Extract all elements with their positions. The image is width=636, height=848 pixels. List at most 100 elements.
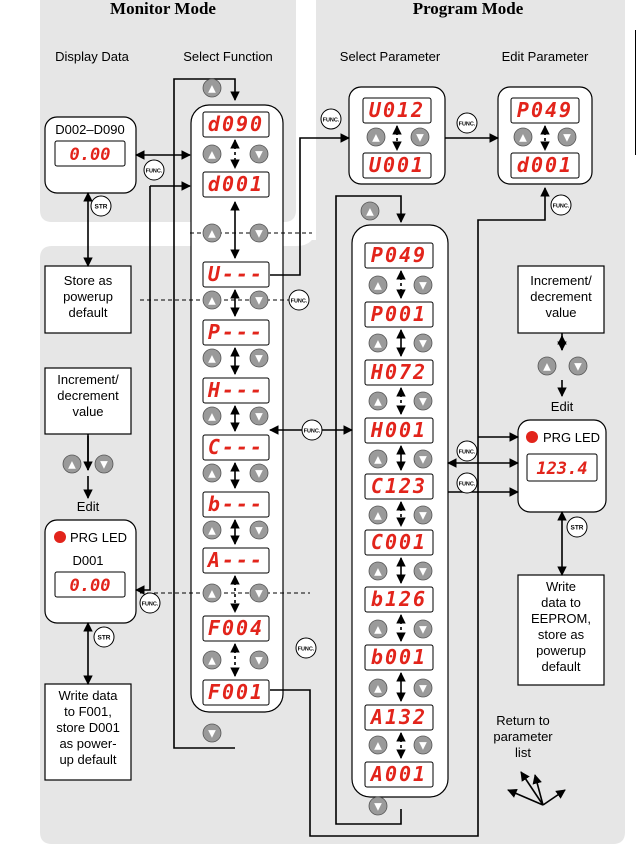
func-button-edit-panel-label: FUNC. [553,204,570,210]
eeprom-line-4: store as [538,627,585,642]
select-up[interactable]: ▲ [366,127,386,147]
func-up-1[interactable]: ▲ [202,144,222,164]
left-edit-down[interactable]: ▼ [94,454,114,474]
func-down-2[interactable]: ▼ [249,223,269,243]
parameter-led-6-text: b126 [371,587,427,611]
str-button-display[interactable]: STR [90,195,112,217]
func-up-4[interactable]: ▲ [202,348,222,368]
parameter-led-3: H001 [364,417,434,444]
str-button-display-label: STR [95,204,108,211]
str-button-right[interactable]: STR [566,516,588,538]
func-button-select[interactable]: FUNC. [320,108,342,130]
edit-up[interactable]: ▲ [513,127,533,147]
func-top-up[interactable]: ▲ [202,78,222,98]
func-up-6[interactable]: ▲ [202,463,222,483]
right-edit-down[interactable]: ▼ [568,356,588,376]
parameter-led-4: C123 [364,473,434,500]
param-up-3[interactable]: ▲ [368,449,388,469]
function-led-3-text: P--- [208,320,264,344]
str-button-left[interactable]: STR [93,626,115,648]
left-prg-led-dot [54,531,66,543]
func-button-f001[interactable]: FUNC. [295,637,317,659]
select-down[interactable]: ▼ [410,127,430,147]
param-up-5[interactable]: ▲ [368,561,388,581]
func-down-6[interactable]: ▼ [249,463,269,483]
param-up-0[interactable]: ▲ [368,275,388,295]
func-button-u[interactable]: FUNC. [288,289,310,311]
return-line-3: list [515,745,531,760]
param-up-7[interactable]: ▲ [368,678,388,698]
func-button-display[interactable]: FUNC. [143,159,165,181]
left-edit-up[interactable]: ▲ [62,454,82,474]
func-down-5[interactable]: ▼ [249,406,269,426]
func-up-2[interactable]: ▲ [202,223,222,243]
eeprom-line-6: default [541,659,580,674]
str-button-right-label: STR [571,525,584,532]
param-bottom-down[interactable]: ▼ [368,796,388,816]
edit-parameter-label: Edit Parameter [502,49,589,64]
param-down-8[interactable]: ▼ [413,735,433,755]
down-arrow-icon: ▼ [208,729,216,740]
left-param-label: D001 [72,553,103,568]
param-top-up[interactable]: ▲ [360,201,380,221]
func-up-9[interactable]: ▲ [202,650,222,670]
func-down-7[interactable]: ▼ [249,520,269,540]
function-led-6: b--- [202,491,270,518]
func-button-u-label: FUNC. [291,299,308,305]
param-down-5[interactable]: ▼ [413,561,433,581]
left-increment-line-2: decrement [57,388,119,403]
function-led-9-text: F001 [208,680,264,704]
right-edit-led [526,453,598,482]
param-up-2[interactable]: ▲ [368,391,388,411]
func-up-8[interactable]: ▲ [202,583,222,603]
up-arrow-icon: ▲ [208,589,216,600]
down-arrow-icon: ▼ [419,339,427,350]
store-line-3: default [68,305,107,320]
parameter-led-9: A001 [364,761,434,788]
param-down-0[interactable]: ▼ [413,275,433,295]
func-up-7[interactable]: ▲ [202,520,222,540]
param-down-6[interactable]: ▼ [413,619,433,639]
func-button-edit-panel[interactable]: FUNC. [550,194,572,216]
function-led-4: H--- [202,377,270,404]
func-down-3[interactable]: ▼ [249,290,269,310]
func-button-right-2[interactable]: FUNC. [456,472,478,494]
parameter-led-2: H072 [364,359,434,386]
param-up-8[interactable]: ▲ [368,735,388,755]
return-line-2: parameter [493,729,553,744]
func-button-left[interactable]: FUNC. [139,592,161,614]
down-arrow-icon: ▼ [419,455,427,466]
func-up-3[interactable]: ▲ [202,290,222,310]
func-button-right-1[interactable]: FUNC. [456,440,478,462]
parameter-led-1: P001 [364,301,434,328]
param-up-6[interactable]: ▲ [368,619,388,639]
edit-down[interactable]: ▼ [557,127,577,147]
param-down-1[interactable]: ▼ [413,333,433,353]
up-arrow-icon: ▲ [68,460,76,471]
param-down-2[interactable]: ▼ [413,391,433,411]
left-increment-line-1: Increment/ [57,372,119,387]
func-button-edit[interactable]: FUNC. [456,112,478,134]
func-down-4[interactable]: ▼ [249,348,269,368]
param-down-7[interactable]: ▼ [413,678,433,698]
func-up-5[interactable]: ▲ [202,406,222,426]
func-down-1[interactable]: ▼ [249,144,269,164]
left-edit-column: Store as powerup default Increment/ decr… [44,265,137,781]
func-down-9[interactable]: ▼ [249,650,269,670]
func-down-8[interactable]: ▼ [249,583,269,603]
store-powerup-box [44,265,132,334]
right-edit-up[interactable]: ▲ [537,356,557,376]
func-button-c[interactable]: FUNC. [301,419,323,441]
func-button-right-2-label: FUNC. [459,482,476,488]
param-down-3[interactable]: ▼ [413,449,433,469]
function-led-5: C--- [202,434,270,461]
param-down-4[interactable]: ▼ [413,505,433,525]
param-up-1[interactable]: ▲ [368,333,388,353]
up-arrow-icon: ▲ [374,567,382,578]
key-buttons: ▲ ▲ ▼ ▲ ▼ ▲ ▼ ▲ ▼ ▲ ▼ ▲ ▼ ▲ ▼ ▲ ▼ ▲ ▼ ▼ ▲ ▲ ▼ ▲ ▼ ▲ ▼ ▲ ▼ ▲ ▼ ▲ ▼ ▲ ▼ ▲ ▼ ▲ ▼ ▼… [62,78,588,816]
eeprom-line-2: data to [541,595,581,610]
func-bottom-down[interactable]: ▼ [202,723,222,743]
param-up-4[interactable]: ▲ [368,505,388,525]
